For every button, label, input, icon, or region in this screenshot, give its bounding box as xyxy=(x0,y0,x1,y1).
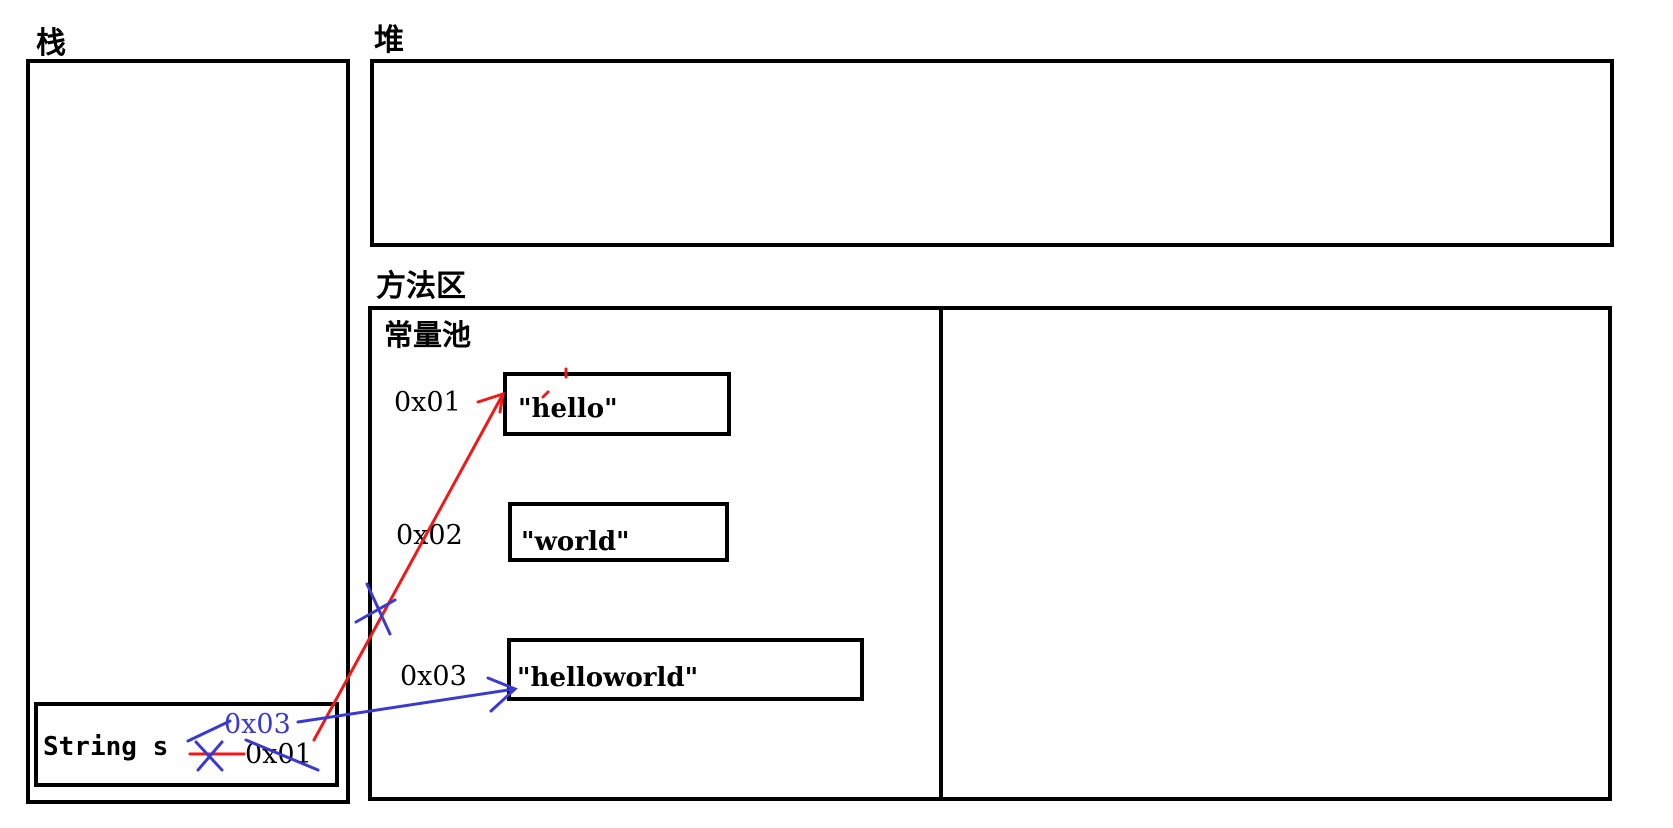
old-pointer-arrow-line xyxy=(312,392,505,742)
new-reference-scribble-a xyxy=(186,719,232,743)
method-area-region xyxy=(368,306,1612,801)
heap-region xyxy=(370,59,1614,247)
constant-pool-label: 常量池 xyxy=(384,318,471,352)
pool-address-0x01: 0x01 xyxy=(394,387,461,418)
new-reference-value: 0x03 xyxy=(224,709,291,740)
stack-region xyxy=(26,59,350,804)
new-reference-scribble-b xyxy=(244,738,320,772)
old-reference-cross-b xyxy=(196,740,224,772)
heap-label: 堆 xyxy=(374,23,404,58)
pool-string-helloworld-box xyxy=(507,638,864,701)
method-area-label: 方法区 xyxy=(376,269,466,304)
pool-address-0x02: 0x02 xyxy=(396,520,463,551)
new-pointer-arrow-line xyxy=(296,687,517,724)
pool-string-world-box xyxy=(508,502,729,562)
old-pointer-cross-b xyxy=(354,598,397,624)
pool-address-0x03: 0x03 xyxy=(400,661,467,692)
pool-string-hello: "hello" xyxy=(518,394,618,424)
pool-string-helloworld: "helloworld" xyxy=(517,663,698,693)
old-pointer-arrowhead xyxy=(476,391,505,414)
stack-frame xyxy=(34,702,339,787)
pool-string-world: "world" xyxy=(521,527,630,557)
variable-declaration: String s xyxy=(43,732,168,762)
pool-string-hello-box xyxy=(503,372,731,436)
old-pointer-tick-2 xyxy=(541,390,550,399)
new-pointer-arrowhead xyxy=(486,676,518,713)
stack-label: 栈 xyxy=(36,26,66,61)
